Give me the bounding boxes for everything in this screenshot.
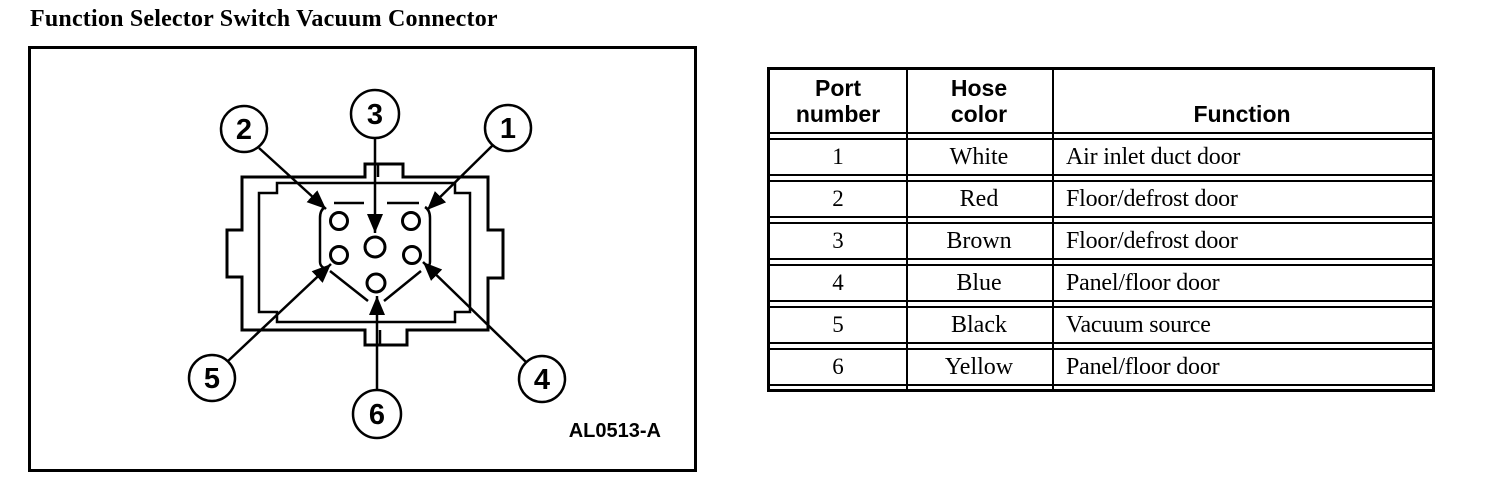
callout-6: 6 bbox=[351, 388, 403, 440]
table-row: 6 Yellow Panel/floor door bbox=[770, 348, 1432, 386]
hose-color-cell: Blue bbox=[956, 269, 1002, 296]
connector-diagram-panel: 2 3 1 5 4 6 AL0513-A bbox=[28, 46, 697, 472]
header-function: Function bbox=[1193, 101, 1291, 127]
callout-5-label: 5 bbox=[204, 363, 220, 395]
hose-color-cell: White bbox=[949, 143, 1009, 170]
function-cell: Floor/defrost door bbox=[1066, 227, 1238, 254]
port-number-cell: 5 bbox=[832, 312, 844, 337]
port-number-cell: 4 bbox=[832, 270, 844, 295]
port-4-hole bbox=[402, 245, 422, 265]
port-5-hole bbox=[329, 245, 349, 265]
port-number-cell: 2 bbox=[832, 186, 844, 211]
port-number-cell: 1 bbox=[832, 144, 844, 169]
table-column-separator bbox=[906, 70, 908, 389]
port-3-hole bbox=[363, 235, 387, 259]
callout-3-label: 3 bbox=[367, 99, 383, 131]
table-header-row: Port number Hose color Function bbox=[770, 70, 1432, 134]
hose-color-cell: Brown bbox=[946, 227, 1012, 254]
hose-color-cell: Black bbox=[951, 311, 1007, 338]
header-hose-color: Hose color bbox=[950, 75, 1008, 127]
callout-3: 3 bbox=[349, 88, 401, 140]
hose-color-cell: Red bbox=[959, 185, 999, 212]
ports-table: Port number Hose color Function 1 White … bbox=[767, 67, 1435, 392]
page-title: Function Selector Switch Vacuum Connecto… bbox=[30, 6, 498, 32]
leader-line-4 bbox=[422, 261, 527, 363]
port-number-cell: 3 bbox=[832, 228, 844, 253]
port-6-hole bbox=[365, 272, 387, 294]
table-column-separator bbox=[1052, 70, 1054, 389]
table-row: 4 Blue Panel/floor door bbox=[770, 264, 1432, 302]
port-1-hole bbox=[401, 211, 421, 231]
leader-line-5 bbox=[227, 263, 332, 362]
leader-line-2 bbox=[258, 147, 327, 210]
callout-2: 2 bbox=[219, 104, 269, 154]
callout-4: 4 bbox=[517, 354, 567, 404]
function-cell: Floor/defrost door bbox=[1066, 185, 1238, 212]
port-pocket-outline bbox=[318, 201, 432, 302]
port-2-hole bbox=[329, 211, 349, 231]
function-cell: Panel/floor door bbox=[1066, 269, 1220, 296]
table-row: 5 Black Vacuum source bbox=[770, 306, 1432, 344]
table-row: 2 Red Floor/defrost door bbox=[770, 180, 1432, 218]
function-cell: Panel/floor door bbox=[1066, 353, 1220, 380]
callout-2-label: 2 bbox=[236, 114, 252, 146]
header-port-number: Port number bbox=[795, 75, 881, 127]
callout-5: 5 bbox=[187, 353, 237, 403]
connector-diagram: 2 3 1 5 4 6 AL0513-A bbox=[187, 88, 661, 442]
hose-color-cell: Yellow bbox=[944, 353, 1014, 380]
connector-body-outline bbox=[225, 162, 505, 347]
function-cell: Vacuum source bbox=[1066, 311, 1211, 338]
callout-1: 1 bbox=[483, 103, 533, 153]
leader-line-1 bbox=[426, 144, 494, 211]
callout-4-label: 4 bbox=[534, 364, 550, 396]
connector-inner-outline bbox=[257, 181, 472, 324]
figure-code-label: AL0513-A bbox=[569, 420, 661, 442]
port-number-cell: 6 bbox=[832, 354, 844, 379]
table-row: 3 Brown Floor/defrost door bbox=[770, 222, 1432, 260]
connector-tab-detail-lines bbox=[376, 164, 382, 345]
function-cell: Air inlet duct door bbox=[1066, 143, 1241, 170]
callout-1-label: 1 bbox=[500, 113, 516, 145]
table-row: 1 White Air inlet duct door bbox=[770, 138, 1432, 176]
callout-6-label: 6 bbox=[369, 399, 385, 431]
